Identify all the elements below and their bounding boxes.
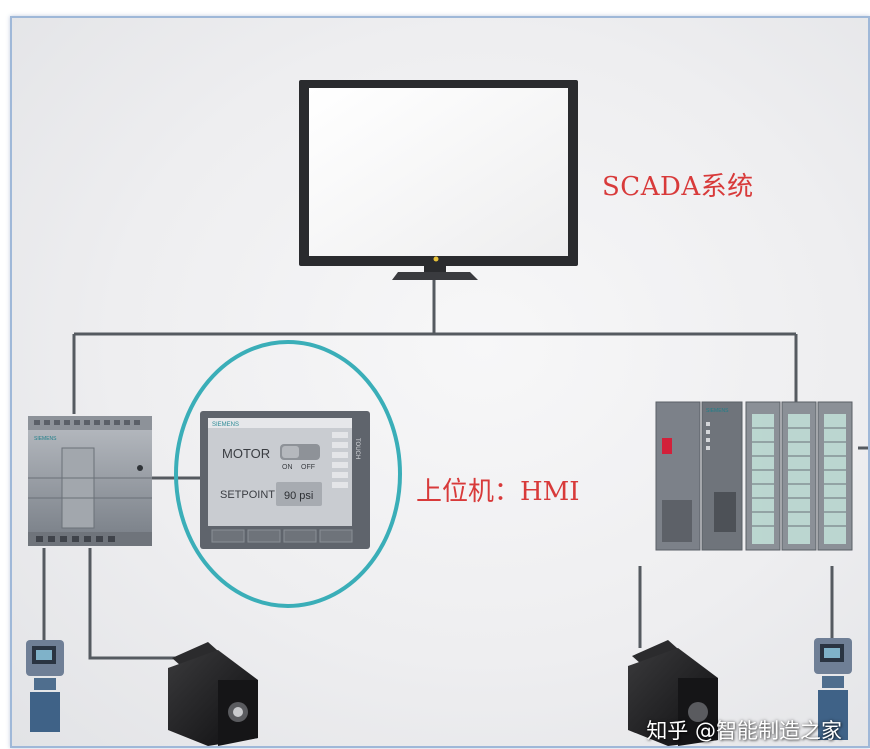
power-terminal-cover <box>662 500 692 542</box>
hmi-brand: SIEMENS <box>212 422 239 428</box>
left-sensor-display-lit <box>36 650 52 660</box>
left-motor-link-line <box>88 548 176 660</box>
right-sensor-display-lit <box>824 648 840 658</box>
hmi-side-button[interactable] <box>332 442 348 448</box>
hmi-side-button[interactable] <box>332 472 348 478</box>
hmi-setpoint-value: 90 psi <box>284 490 313 502</box>
hmi-bottom-key[interactable] <box>211 529 245 543</box>
left-servo-motor <box>168 642 258 746</box>
setpoint-value-box[interactable] <box>276 482 322 506</box>
left-plc-cover <box>61 447 95 529</box>
left-plc-brand: SIEMENS <box>34 436 57 442</box>
hmi-panel: SIEMENS MOTOR ON OFF SETPOINT 90 psi TOU… <box>200 411 370 549</box>
hmi-bottom-key[interactable] <box>247 529 281 543</box>
right-pressure-sensor <box>814 638 852 740</box>
hmi-motor-label: MOTOR <box>222 446 270 461</box>
right-plc-brand: SIEMENS <box>706 408 729 414</box>
power-led <box>662 438 672 454</box>
right-motor-shaft <box>688 702 708 722</box>
left-sensor-neck <box>34 678 56 690</box>
scada-monitor <box>299 80 578 280</box>
hmi-setpoint-label: SETPOINT <box>220 489 275 501</box>
hmi-side-button[interactable] <box>332 482 348 488</box>
motor-toggle-knob <box>282 446 299 458</box>
network-diagram: SIEMENS MOTOR ON OFF SETPOINT 90 psi TOU… <box>26 80 868 746</box>
monitor-screen <box>309 88 568 256</box>
watermark: 知乎 @智能制造之家 <box>646 719 842 743</box>
right-servo-motor <box>628 640 718 746</box>
monitor-neck <box>424 264 446 272</box>
hmi-title-bar <box>208 418 352 428</box>
hmi-screen <box>208 418 352 526</box>
scada-system-label: SCADA系统 <box>602 172 754 202</box>
left-plc-port <box>137 465 143 471</box>
hmi-highlight-circle <box>174 340 402 608</box>
cpu-port-block <box>714 492 736 532</box>
hmi-side-button[interactable] <box>332 452 348 458</box>
network-links <box>42 276 868 660</box>
hmi-side-button[interactable] <box>332 432 348 438</box>
hmi-bottom-keys <box>211 529 353 543</box>
hmi-side-text: TOUCH <box>354 438 360 459</box>
right-sensor-neck <box>822 676 844 688</box>
right-plc-rack: SIEMENS <box>655 401 853 551</box>
left-plc-terminal-row <box>34 420 140 425</box>
left-sensor-body <box>30 692 60 732</box>
hmi-side-buttons <box>332 432 348 488</box>
monitor-stand <box>392 272 478 280</box>
left-plc: SIEMENS <box>28 416 152 546</box>
diagram-frame: SIEMENS MOTOR ON OFF SETPOINT 90 psi TOU… <box>10 16 870 748</box>
io-modules <box>745 401 853 551</box>
hmi-bottom-key[interactable] <box>319 529 353 543</box>
left-pressure-sensor <box>26 640 64 732</box>
hmi-side-button[interactable] <box>332 462 348 468</box>
monitor-power-led <box>433 256 439 262</box>
right-sensor-body <box>818 690 848 740</box>
hmi-bottom-key[interactable] <box>283 529 317 543</box>
hmi-off-label: OFF <box>301 464 315 471</box>
hmi-label: 上位机：HMI <box>416 477 580 507</box>
hmi-on-label: ON <box>282 464 293 471</box>
